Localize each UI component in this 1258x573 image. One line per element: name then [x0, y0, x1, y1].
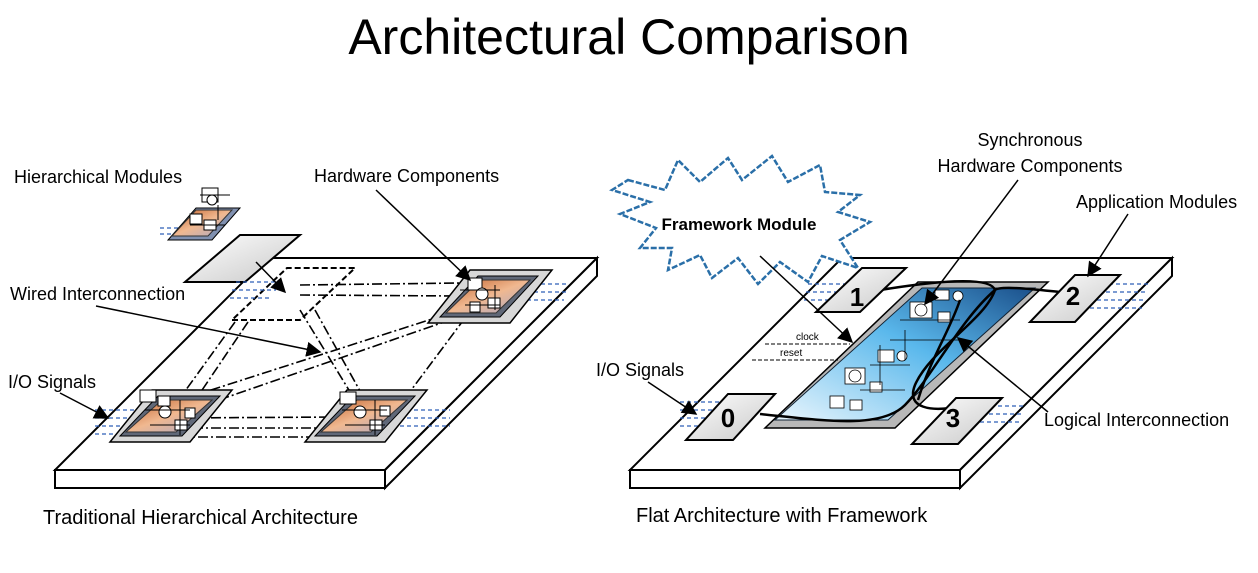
- slot-2: 2: [1027, 274, 1123, 323]
- label-framework-module: Framework Module: [662, 215, 817, 234]
- caption-right: Flat Architecture with Framework: [636, 505, 928, 527]
- framework-area: [763, 281, 1050, 429]
- floating-slot: [182, 234, 303, 283]
- hardware-component-chip-left: [108, 389, 234, 443]
- label-hardware-components: Hardware Components: [314, 166, 499, 186]
- label-clock: clock: [796, 332, 820, 343]
- slot-3-number: 3: [946, 403, 960, 433]
- label-hierarchical-modules: Hierarchical Modules: [14, 167, 182, 187]
- label-reset: reset: [780, 348, 802, 359]
- slot-2-number: 2: [1066, 281, 1080, 311]
- slot-1: 1: [813, 267, 909, 313]
- hardware-component-chip-top: [426, 269, 554, 324]
- label-wired-interconnection: Wired Interconnection: [10, 284, 185, 304]
- clock-reset-lines: [752, 343, 850, 361]
- slot-3: 3: [909, 397, 1005, 445]
- wired-region: [229, 267, 358, 321]
- label-application-modules: Application Modules: [1076, 192, 1237, 212]
- label-io-signals-left: I/O Signals: [8, 372, 96, 392]
- left-arrows: [59, 189, 472, 419]
- hierarchical-module-chip: [166, 187, 242, 241]
- logical-interconnection: [759, 279, 1061, 423]
- right-arrows: [647, 179, 1129, 415]
- framework-module-burst: Framework Module: [609, 154, 874, 286]
- label-io-signals-right: I/O Signals: [596, 360, 684, 380]
- caption-left: Traditional Hierarchical Architecture: [43, 507, 358, 529]
- label-synchronous: Synchronous: [977, 130, 1082, 150]
- slot-0: 0: [683, 393, 778, 441]
- page-title: Architectural Comparison: [348, 9, 909, 65]
- slot-0-number: 0: [721, 403, 735, 433]
- hardware-component-chip-right: [303, 389, 429, 443]
- slot-1-number: 1: [850, 282, 864, 312]
- label-synchronous-hw: Hardware Components: [937, 156, 1122, 176]
- label-logical-interconnection: Logical Interconnection: [1044, 410, 1229, 430]
